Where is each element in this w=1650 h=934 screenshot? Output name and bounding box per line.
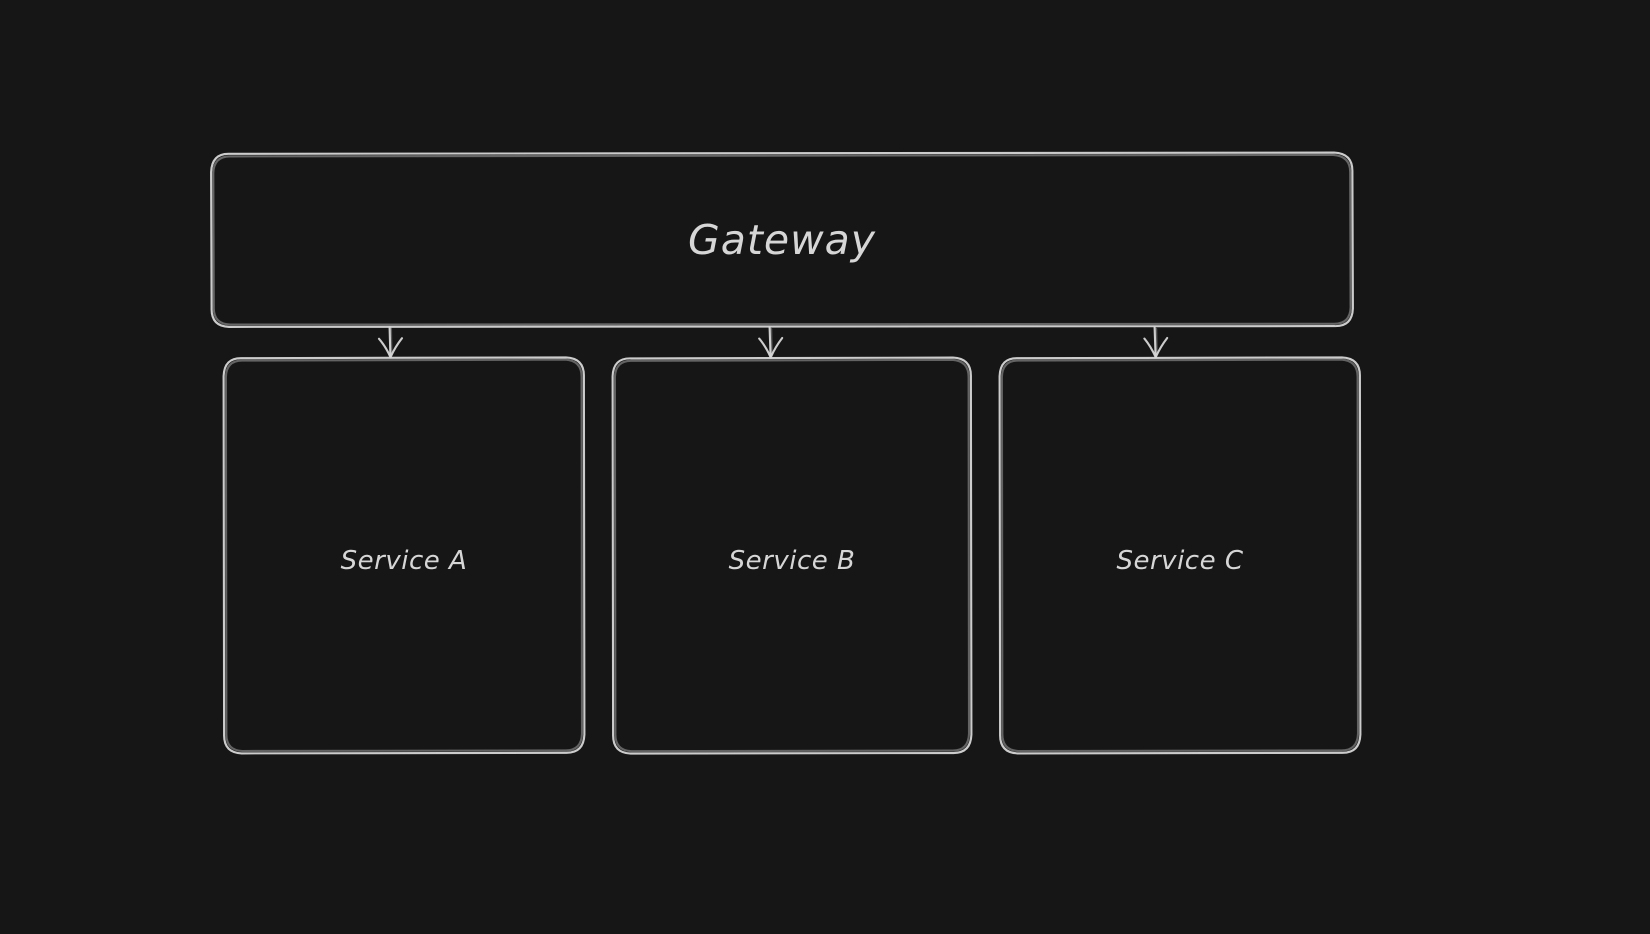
edge-gateway-service-b[interactable] xyxy=(758,326,784,359)
node-shape-service-a[interactable] xyxy=(222,356,586,755)
node-service-b[interactable] xyxy=(613,377,971,753)
node-shape-gateway[interactable] xyxy=(210,151,1354,328)
edge-gateway-service-a[interactable] xyxy=(377,326,404,359)
edge-gateway-service-c[interactable] xyxy=(1143,326,1169,359)
node-shape-service-c[interactable] xyxy=(998,356,1362,755)
node-service-c[interactable] xyxy=(1000,377,1360,753)
node-shape-service-b[interactable] xyxy=(611,356,973,755)
node-gateway[interactable] xyxy=(211,153,1353,327)
node-service-a[interactable] xyxy=(224,377,584,753)
